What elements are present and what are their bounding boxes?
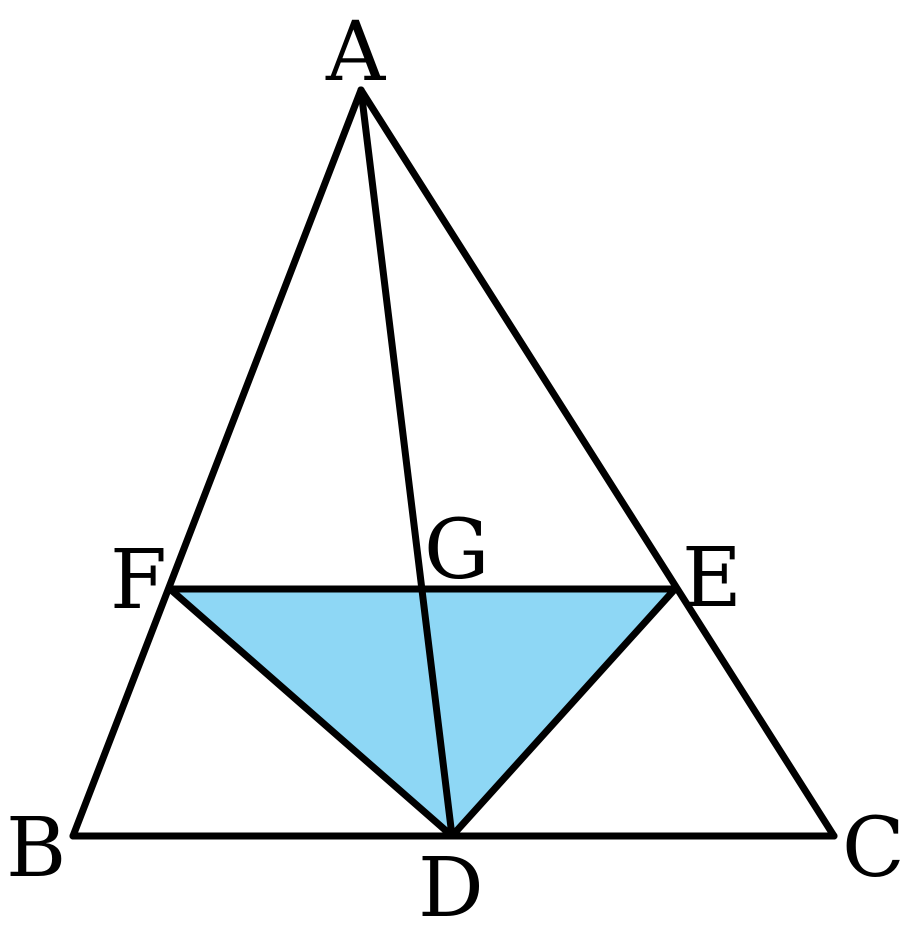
label-g: G [424,503,490,598]
segment-ad [357,86,456,840]
segment-ac [357,86,838,840]
segment-ed [448,585,679,840]
segment-ab [69,86,365,840]
label-c: C [842,801,905,896]
label-b: B [6,801,66,896]
label-f: F [110,533,167,628]
segment-fd [166,585,456,840]
label-e: E [682,531,742,626]
label-a: A [325,5,387,100]
label-d: D [418,841,484,936]
shaded-triangle-def [170,589,675,836]
